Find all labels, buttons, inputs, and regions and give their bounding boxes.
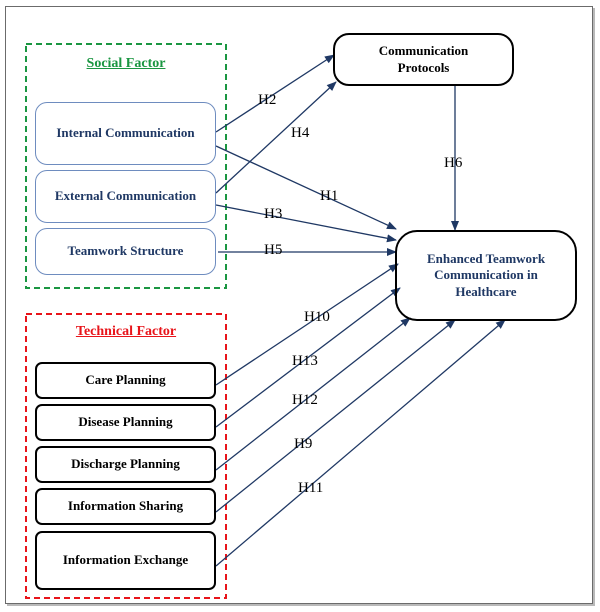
technical-factor-title: Technical Factor [75, 324, 177, 339]
arrow-h4 [215, 81, 337, 194]
arrow-h13 [215, 287, 401, 428]
label-h6: H6 [444, 155, 463, 171]
label-h13: H13 [292, 353, 318, 369]
arrow-h9 [215, 319, 456, 513]
arrow-h3 [215, 204, 397, 243]
communication-protocols-node: Communication Protocols [333, 33, 514, 86]
label-h9: H9 [294, 436, 313, 452]
arrow-h10 [215, 263, 399, 386]
care-planning-node: Care Planning [35, 362, 216, 399]
discharge-planning-node: Discharge Planning [35, 446, 216, 483]
label-h1: H1 [320, 188, 339, 204]
arrow-h2 [215, 54, 335, 133]
label-h12: H12 [292, 392, 318, 408]
social-factor-title: Social Factor [86, 56, 166, 71]
arrow-h1 [215, 145, 397, 230]
label-h3: H3 [264, 206, 283, 222]
information-sharing-node: Information Sharing [35, 488, 216, 525]
disease-planning-node: Disease Planning [35, 404, 216, 441]
label-h4: H4 [291, 125, 310, 141]
arrow-h12 [215, 317, 411, 471]
internal-communication-node: Internal Communication [35, 102, 216, 165]
label-h2: H2 [258, 92, 277, 108]
diagram-frame [5, 6, 593, 604]
information-exchange-node: Information Exchange [35, 531, 216, 590]
label-h5: H5 [264, 242, 283, 258]
social-factor-group-border [25, 43, 227, 289]
label-h11: H11 [298, 480, 324, 496]
enhanced-teamwork-communication-node: Enhanced Teamwork Communication in Healt… [395, 230, 577, 321]
teamwork-structure-node: Teamwork Structure [35, 228, 216, 275]
external-communication-node: External Communication [35, 170, 216, 223]
arrow-h11 [215, 319, 506, 567]
label-h10: H10 [304, 309, 330, 325]
technical-factor-group-border [25, 313, 227, 599]
